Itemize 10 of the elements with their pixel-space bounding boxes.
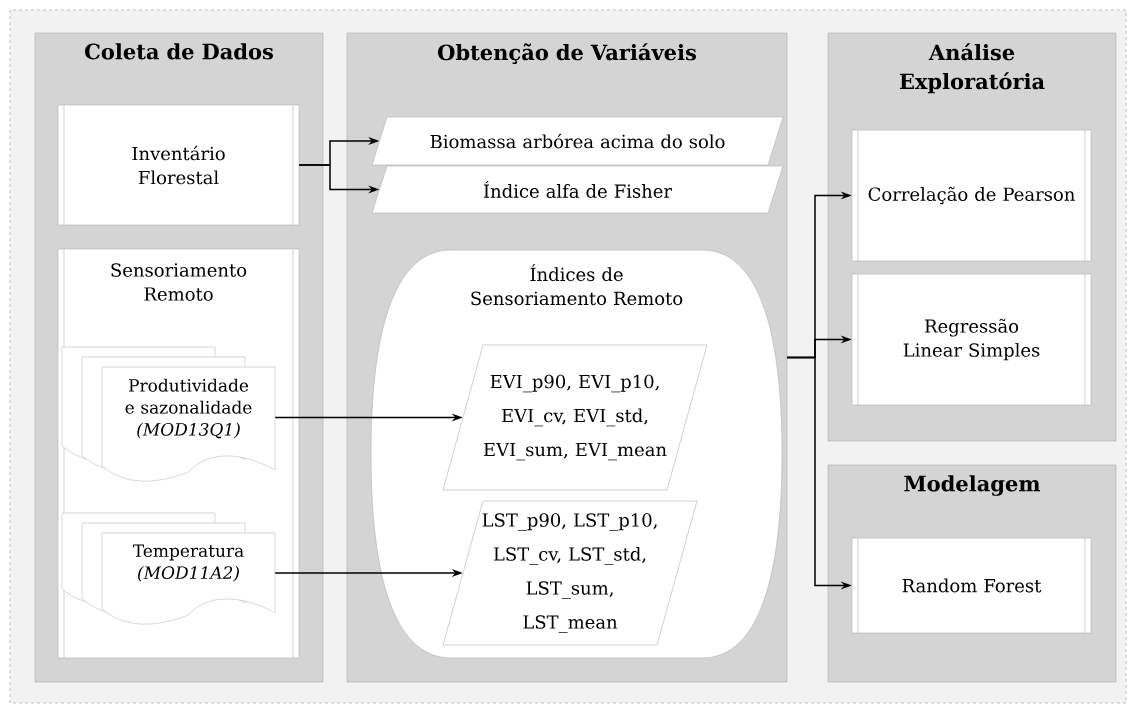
document-stack: Produtividade e sazonalidade (MOD13Q1) (61, 346, 276, 482)
process-box: Correlação de Pearson (851, 129, 1092, 262)
data-parallelogram: EVI_p90, EVI_p10, EVI_cv, EVI_std, EVI_sum, EVI_mean (442, 344, 708, 491)
process-box: Regressão Linear Simples (851, 273, 1092, 406)
document-stack: Temperatura (MOD11A2) (61, 512, 276, 625)
process-box: Inventário Florestal (57, 104, 300, 226)
data-parallelogram: Biomassa arbórea acima do solo (371, 116, 784, 166)
data-parallelogram: Índice alfa de Fisher (371, 165, 784, 214)
data-parallelogram: LST_p90, LST_p10, LST_cv, LST_std, LST_sum, LST_mean (442, 500, 698, 646)
process-box: Random Forest (851, 537, 1092, 634)
